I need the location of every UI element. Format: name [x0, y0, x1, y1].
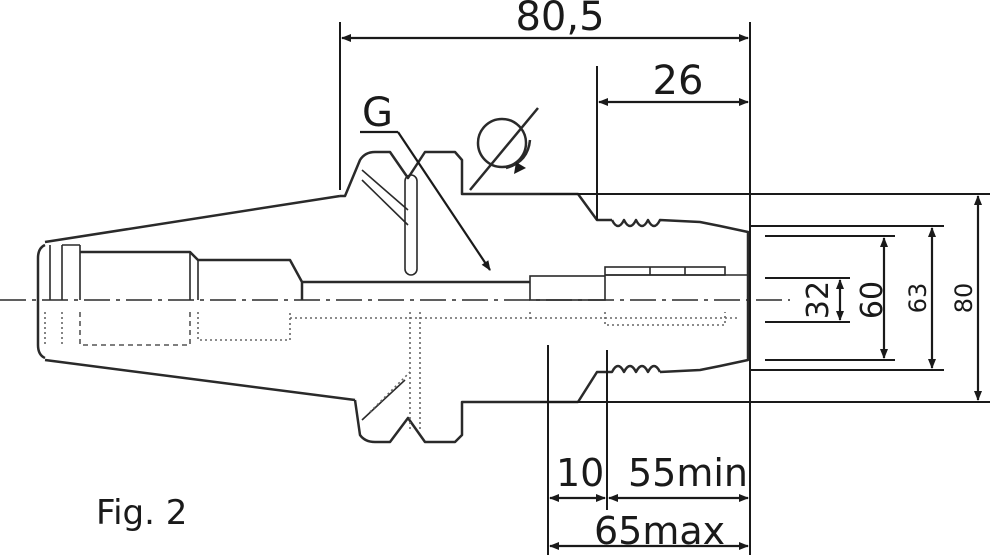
nose-thread — [529, 192, 750, 404]
dim-min-depth: 55min — [628, 451, 748, 495]
figure-caption: Fig. 2 — [96, 493, 187, 533]
extension-lines — [339, 22, 990, 555]
g-leader — [360, 130, 491, 271]
dim-min-depth-offset: 10 — [556, 451, 604, 495]
dim-bore-diameter: 32 — [801, 281, 836, 319]
dim-thread-length: 26 — [653, 58, 704, 104]
dim-overall-length: 80,5 — [515, 0, 604, 40]
dim-outer-diameter: 80 — [950, 283, 978, 314]
flange — [290, 150, 740, 444]
dimension-lines — [341, 34, 982, 550]
rotation-symbol-icon — [469, 107, 539, 191]
dim-thread-diameter: 63 — [904, 283, 932, 314]
taper-shank — [36, 194, 356, 402]
dim-max-depth: 65max — [594, 509, 725, 553]
dim-inner-diameter: 60 — [855, 281, 890, 319]
symbol-g-label: G — [362, 90, 393, 136]
